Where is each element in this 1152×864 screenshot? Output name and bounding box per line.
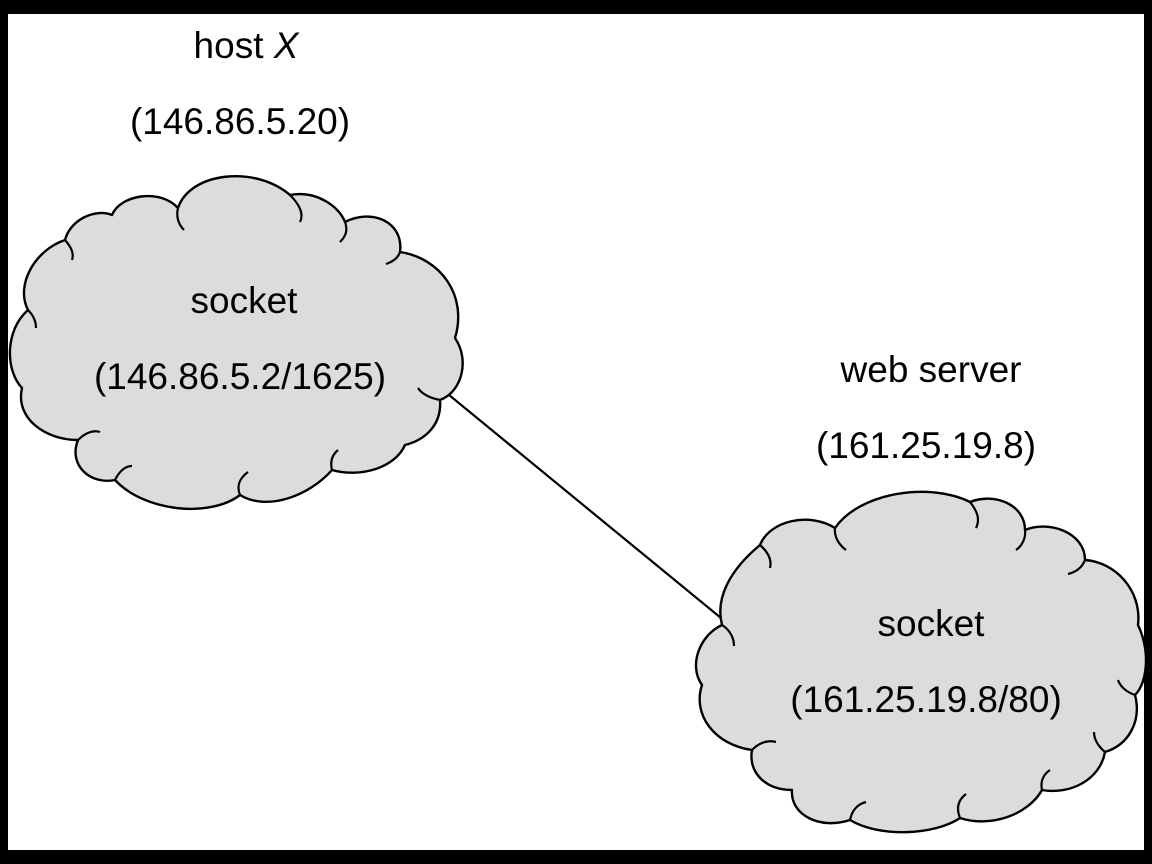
host-socket-address: (146.86.5.2/1625) xyxy=(93,356,387,397)
server-socket-address: (161.25.19.8/80) xyxy=(790,679,1062,720)
host-name-prefix: host xyxy=(193,25,264,66)
server-socket-title: socket xyxy=(877,603,985,644)
host-socket-cloud xyxy=(8,175,464,511)
server-socket-cloud xyxy=(694,490,1148,834)
host-socket-title: socket xyxy=(190,280,298,321)
server-ip-label: (161.25.19.8) xyxy=(815,425,1037,466)
host-name-label: host X xyxy=(194,27,299,64)
server-name-label: web server xyxy=(840,349,1022,390)
connection-line xyxy=(431,380,761,651)
host-ip-label: (146.86.5.20) xyxy=(129,101,351,142)
host-name-variable: X xyxy=(273,25,299,66)
